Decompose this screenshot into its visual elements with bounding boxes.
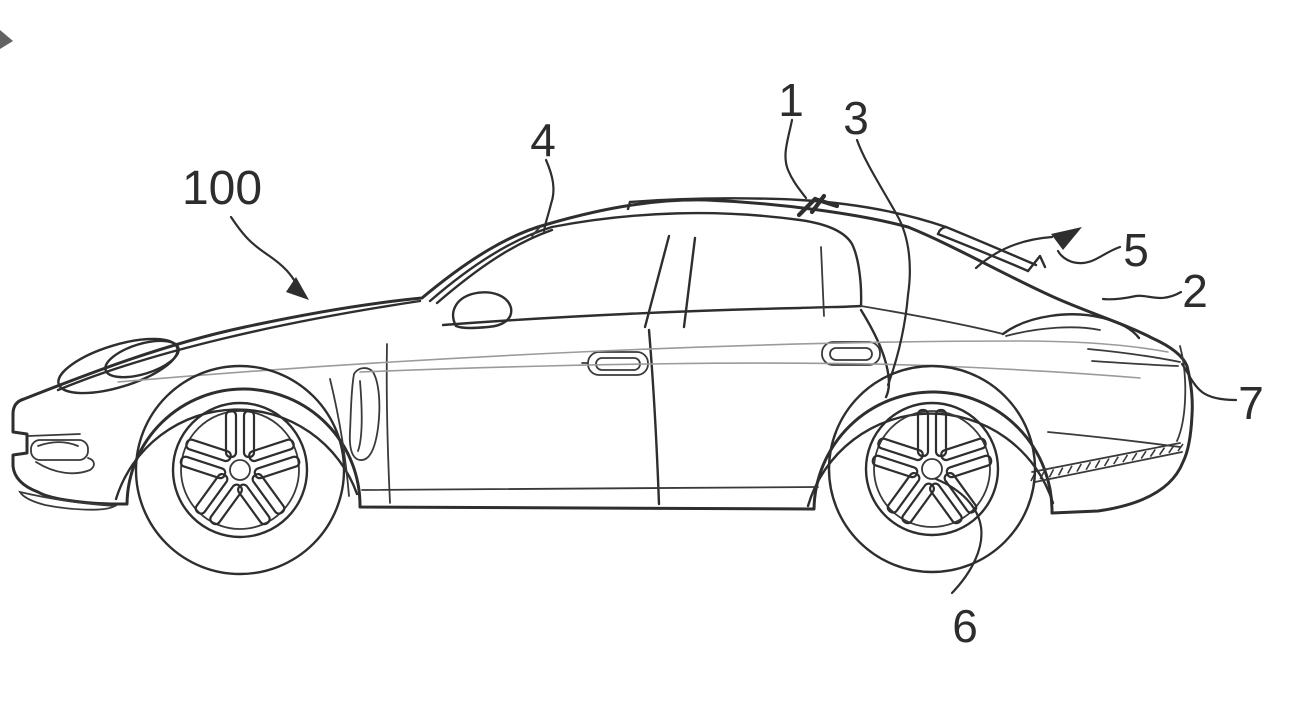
spoiler-chord-line <box>1005 326 1101 337</box>
taillight-lower-line <box>1091 360 1179 367</box>
leader-2 <box>1101 290 1183 301</box>
ref-numeral-100: 100 <box>182 162 262 215</box>
rear-bumper-section <box>1030 345 1187 483</box>
leader-100-arrowhead <box>286 277 309 300</box>
bumper-hatched-trim <box>1030 442 1184 483</box>
ref-numeral-6: 6 <box>952 600 978 652</box>
rear-wheel <box>827 364 1037 574</box>
glasshouse <box>428 211 863 330</box>
leader-1 <box>784 118 808 200</box>
front-fender-vent <box>348 367 381 461</box>
car-body <box>11 193 1194 515</box>
roof-strip <box>626 197 948 229</box>
channel-upper-line <box>936 225 1038 267</box>
side-mirror <box>451 291 513 330</box>
ref-numeral-5: 5 <box>1123 224 1149 276</box>
b-pillar-front-line <box>643 234 671 329</box>
leader-4 <box>542 158 555 233</box>
side-glass-top-edge <box>428 211 863 308</box>
leader-5 <box>1056 245 1122 265</box>
headlight <box>57 337 180 395</box>
channel-exit-flap <box>1026 254 1047 273</box>
rear-window-divider <box>820 246 825 317</box>
front-splitter-lip <box>18 490 119 511</box>
ref-numeral-7: 7 <box>1238 377 1264 429</box>
ref-numeral-2: 2 <box>1182 265 1208 317</box>
ref-numeral-4: 4 <box>530 114 556 166</box>
front-wheel <box>134 364 346 576</box>
reference-numerals: 100 4 1 3 5 2 7 6 <box>182 74 1264 652</box>
front-wheel-spokes <box>179 409 301 526</box>
body-character-line <box>117 340 1169 383</box>
rear-tire <box>827 364 1037 574</box>
roof-front-air-guide-edge <box>531 227 540 237</box>
front-fender-seam <box>329 378 350 497</box>
leader-3 <box>855 138 911 387</box>
front-rim-inner <box>180 410 300 530</box>
front-rim-outer <box>171 401 309 539</box>
rear-rim-outer <box>864 401 1000 537</box>
taillight-upper-line <box>1087 348 1181 363</box>
leader-6 <box>934 477 983 595</box>
rocker-line <box>361 486 819 491</box>
roof-air-deflector-flap <box>796 193 840 218</box>
leader-lines <box>229 118 1238 595</box>
rear-shoulder-line <box>860 305 1004 335</box>
fog-lamp <box>27 433 95 475</box>
front-door-front-edge <box>385 343 391 504</box>
hood-cut-line <box>56 299 422 392</box>
rear-air-channel <box>936 225 1047 273</box>
body-outline <box>11 198 1194 515</box>
a-pillar-inner-line <box>435 228 554 305</box>
b-pillar-rear-line <box>682 236 697 329</box>
channel-lower-line <box>936 232 1030 273</box>
front-tire <box>134 364 346 576</box>
front-hub <box>229 459 251 481</box>
front-door-rear-edge <box>647 328 661 506</box>
ref-numeral-1: 1 <box>778 74 804 126</box>
rear-door-handle <box>821 341 881 366</box>
rear-deck-spoiler-lip <box>1001 313 1141 340</box>
rear-rim-inner <box>873 410 991 528</box>
rear-deck <box>860 305 1141 340</box>
lower-character-line <box>359 362 1141 379</box>
leader-100 <box>229 215 309 300</box>
rear-wheel-hub <box>921 458 943 480</box>
bumper-quarter-seam <box>1176 345 1187 442</box>
scan-artifact <box>0 30 13 49</box>
leader-7 <box>1180 362 1238 402</box>
roof-air-guide <box>531 193 948 237</box>
airflow-direction-arrow <box>974 227 1082 270</box>
rear-wheel-spokes <box>871 408 993 525</box>
airflow-arrowhead <box>1051 227 1082 250</box>
belt-line <box>441 304 863 327</box>
ref-numeral-3: 3 <box>843 92 869 144</box>
